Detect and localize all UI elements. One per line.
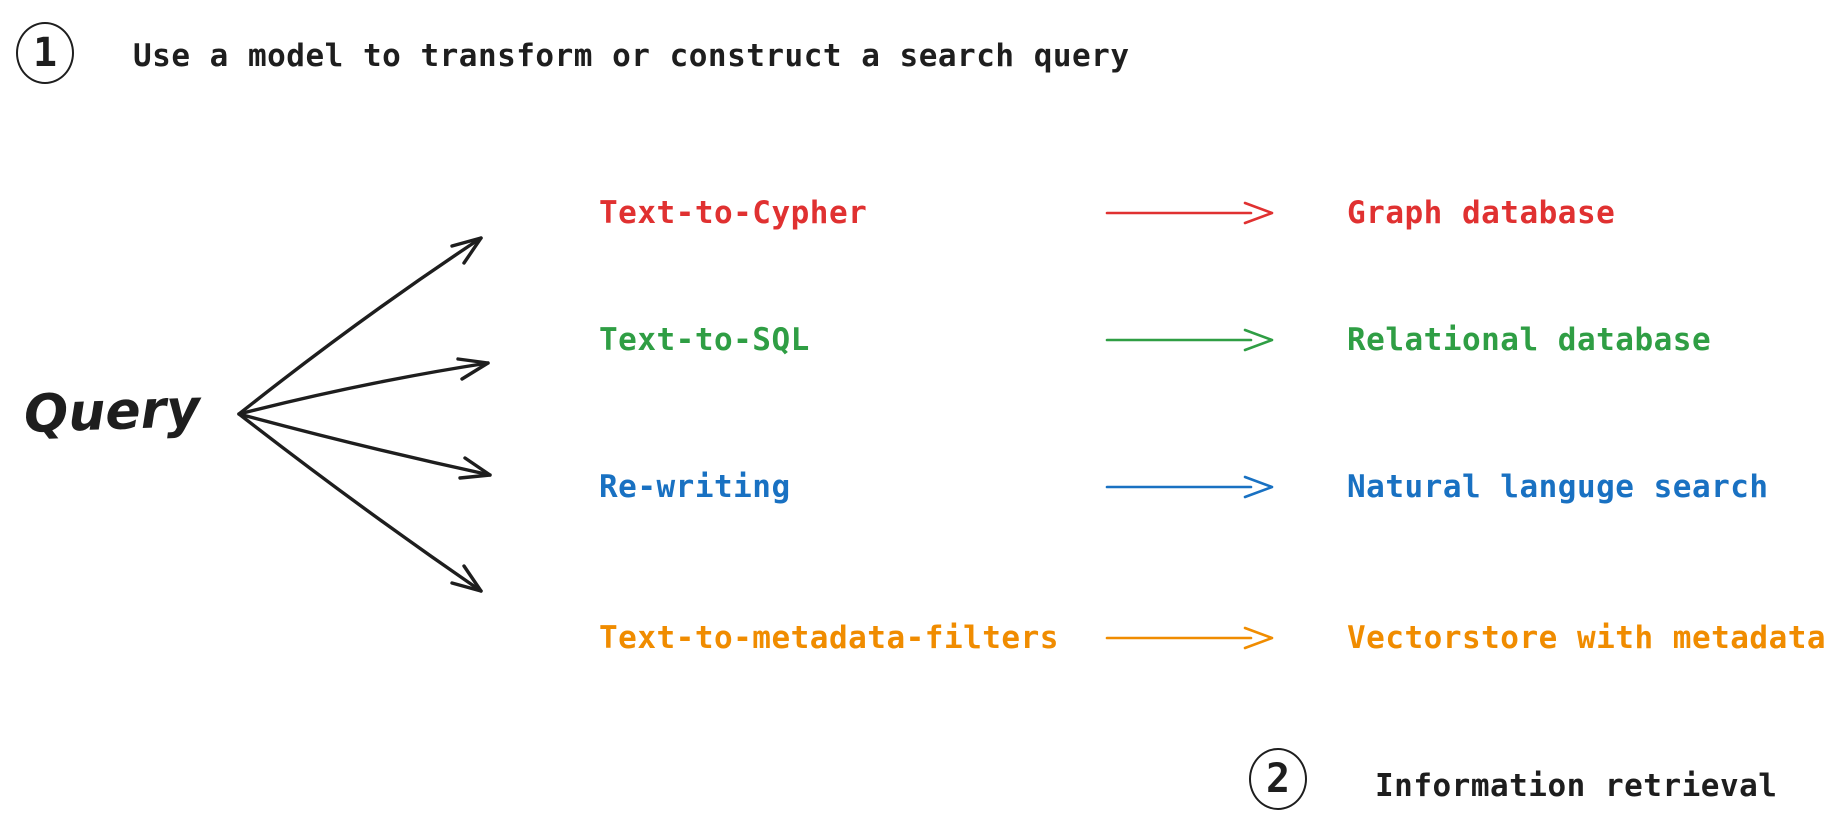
right-arrow-icon — [1105, 328, 1274, 352]
method-label: Text-to-metadata-filters — [599, 620, 1059, 656]
right-arrow-icon — [1105, 475, 1274, 499]
row-text-to-cypher: Text-to-Cypher Graph database — [599, 191, 1841, 235]
fan-out-arrows-icon — [237, 236, 492, 593]
target-label: Vectorstore with metadata — [1347, 620, 1827, 656]
step-2-number: 2 — [1265, 756, 1291, 802]
step-1-circle: 1 — [16, 22, 74, 84]
target-label: Relational database — [1347, 322, 1712, 358]
right-arrow-icon — [1105, 626, 1274, 650]
method-label: Text-to-SQL — [599, 322, 810, 358]
row-text-to-sql: Text-to-SQL Relational database — [599, 318, 1841, 362]
method-label: Text-to-Cypher — [599, 195, 868, 231]
row-re-writing: Re-writing Natural languge search — [599, 465, 1841, 509]
step-2-circle: 2 — [1249, 748, 1307, 810]
target-label: Graph database — [1347, 195, 1616, 231]
step-1-label: Use a model to transform or construct a … — [133, 38, 1130, 74]
method-label: Re-writing — [599, 469, 791, 505]
query-node: Query — [23, 378, 202, 446]
row-text-to-metadata-filters: Text-to-metadata-filters Vectorstore wit… — [599, 616, 1841, 660]
right-arrow-icon — [1105, 201, 1274, 225]
step-2-label: Information retrieval — [1375, 768, 1778, 804]
step-1-number: 1 — [32, 30, 58, 76]
target-label: Natural languge search — [1347, 469, 1769, 505]
